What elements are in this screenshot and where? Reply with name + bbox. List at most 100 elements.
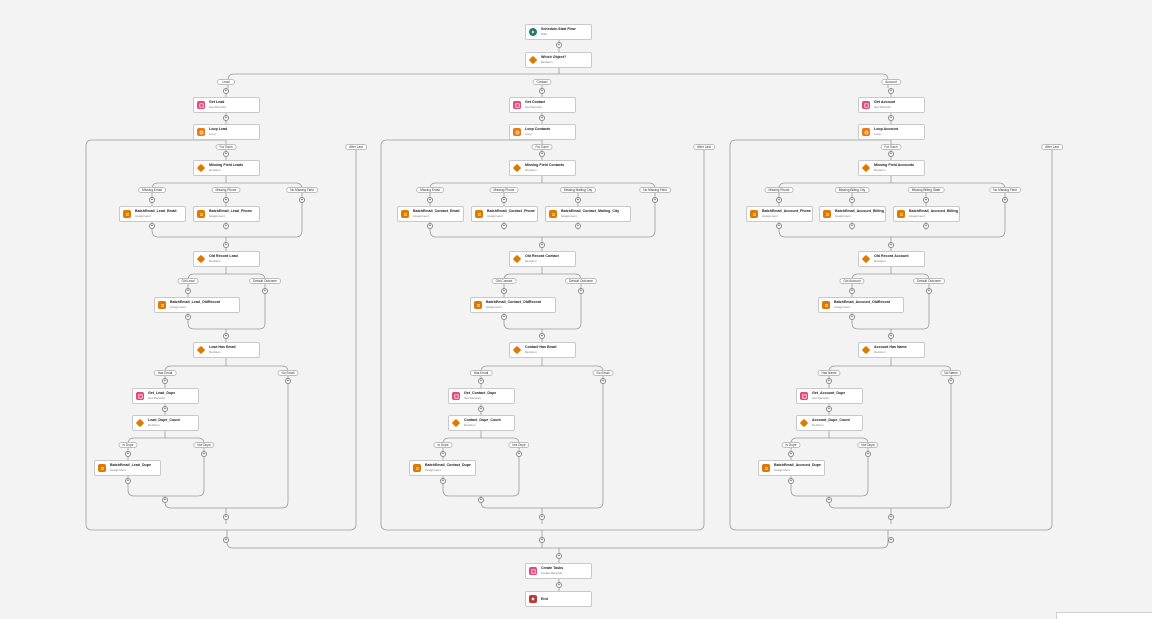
add-element-button[interactable]: +: [162, 497, 168, 503]
add-element-button[interactable]: +: [427, 223, 433, 229]
outcome-pill[interactable]: Missing Phone: [489, 187, 519, 193]
add-element-button[interactable]: +: [776, 197, 782, 203]
add-element-button[interactable]: +: [539, 333, 545, 339]
add-element-button[interactable]: +: [223, 333, 229, 339]
add-element-button[interactable]: +: [539, 537, 545, 543]
outcome-pill[interactable]: Missing Billing City: [834, 187, 870, 193]
add-element-button[interactable]: +: [223, 242, 229, 248]
outcome-pill[interactable]: No Missing Field: [989, 187, 1021, 193]
after-last-pill[interactable]: After Last: [693, 144, 715, 150]
add-element-button[interactable]: +: [923, 197, 929, 203]
add-element-button[interactable]: +: [539, 115, 545, 121]
outcome-pill[interactable]: Missing Billing State: [907, 187, 945, 193]
outcome-pill[interactable]: No Missing Field: [639, 187, 671, 193]
add-element-button[interactable]: +: [788, 478, 794, 484]
outcome-pill[interactable]: Old Lead: [177, 278, 199, 284]
branch-pill-contact[interactable]: Contact: [532, 79, 552, 85]
add-element-button[interactable]: +: [776, 223, 782, 229]
add-element-button[interactable]: +: [849, 223, 855, 229]
add-element-button[interactable]: +: [478, 378, 484, 384]
add-element-button[interactable]: +: [478, 406, 484, 412]
add-element-button[interactable]: +: [926, 288, 932, 294]
outcome-pill[interactable]: Default Outcome: [565, 278, 597, 284]
add-element-button[interactable]: +: [501, 197, 507, 203]
add-element-button[interactable]: +: [539, 514, 545, 520]
add-element-button[interactable]: +: [826, 406, 832, 412]
add-element-button[interactable]: +: [501, 288, 507, 294]
add-element-button[interactable]: +: [185, 314, 191, 320]
assignment-node[interactable]: BatchEmail_Account_Billing_StateAssignme…: [893, 206, 960, 222]
outcome-pill[interactable]: Has Email: [153, 370, 177, 376]
which-object-decision[interactable]: Which Object?Decision: [525, 52, 592, 68]
add-element-button[interactable]: +: [223, 514, 229, 520]
add-element-button[interactable]: +: [539, 88, 545, 94]
outcome-pill[interactable]: Not Dupe: [857, 442, 879, 448]
add-element-button[interactable]: +: [440, 478, 446, 484]
outcome-pill[interactable]: Has Name: [817, 370, 841, 376]
after-last-pill[interactable]: After Last: [1041, 144, 1063, 150]
add-element-button[interactable]: +: [440, 451, 446, 457]
add-element-button[interactable]: +: [556, 42, 562, 48]
branch-pill-account[interactable]: Account: [881, 79, 901, 85]
add-element-button[interactable]: +: [556, 553, 562, 559]
outcome-pill[interactable]: No Email: [592, 370, 614, 376]
assignment-node[interactable]: BatchEmail_Account_Billing_CityAssignmen…: [819, 206, 886, 222]
outcome-pill[interactable]: No Missing Field: [286, 187, 318, 193]
add-element-button[interactable]: +: [125, 451, 131, 457]
outcome-pill[interactable]: Not Dupe: [508, 442, 530, 448]
add-element-button[interactable]: +: [888, 537, 894, 543]
add-element-button[interactable]: +: [575, 197, 581, 203]
add-element-button[interactable]: +: [223, 88, 229, 94]
add-element-button[interactable]: +: [427, 197, 433, 203]
add-element-button[interactable]: +: [652, 197, 658, 203]
add-element-button[interactable]: +: [478, 497, 484, 503]
add-element-button[interactable]: +: [556, 582, 562, 588]
outcome-pill[interactable]: No Name: [940, 370, 962, 376]
add-element-button[interactable]: +: [1002, 197, 1008, 203]
add-element-button[interactable]: +: [849, 288, 855, 294]
outcome-pill[interactable]: Default Outcome: [249, 278, 281, 284]
outcome-pill[interactable]: Default Outcome: [913, 278, 945, 284]
outcome-pill[interactable]: Old Contact: [491, 278, 517, 284]
outcome-pill[interactable]: Missing Email: [138, 187, 166, 193]
add-element-button[interactable]: +: [826, 497, 832, 503]
outcome-pill[interactable]: No Email: [277, 370, 299, 376]
branch-pill-lead[interactable]: Lead: [217, 79, 235, 85]
add-element-button[interactable]: +: [125, 478, 131, 484]
add-element-button[interactable]: +: [185, 288, 191, 294]
add-element-button[interactable]: +: [285, 378, 291, 384]
add-element-button[interactable]: +: [162, 378, 168, 384]
for-each-pill[interactable]: For Each: [215, 144, 237, 150]
outcome-pill[interactable]: Not Dupe: [193, 442, 215, 448]
add-element-button[interactable]: +: [539, 151, 545, 157]
add-element-button[interactable]: +: [223, 537, 229, 543]
add-element-button[interactable]: +: [888, 115, 894, 121]
add-element-button[interactable]: +: [149, 197, 155, 203]
add-element-button[interactable]: +: [600, 378, 606, 384]
add-element-button[interactable]: +: [575, 223, 581, 229]
